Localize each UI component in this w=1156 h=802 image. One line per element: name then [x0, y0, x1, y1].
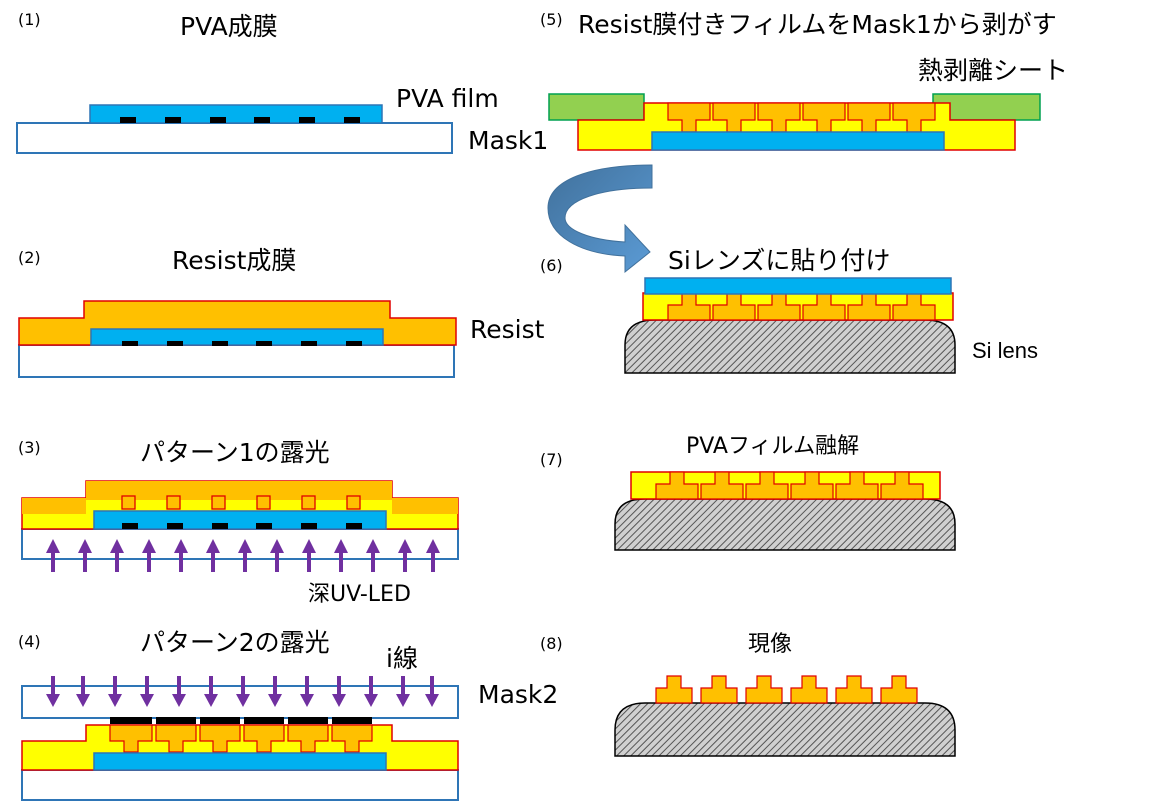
deep-uv-led-label: 深UV-LED	[308, 582, 411, 607]
mask2-label: Mask2	[478, 680, 559, 709]
thermal-sheet-right	[932, 93, 1041, 121]
step1-diagram	[16, 104, 453, 154]
si-lens	[614, 498, 956, 551]
step3-title: パターン1の露光	[140, 438, 330, 467]
step1-title: PVA成膜	[180, 12, 278, 41]
si-lens	[614, 702, 956, 757]
developed-pattern	[655, 675, 918, 704]
pva-film	[651, 131, 945, 151]
mask1-substrate	[18, 344, 455, 378]
step6-title: Siレンズに貼り付け	[668, 246, 891, 275]
curved-arrow-icon	[547, 164, 653, 274]
step6-number: (6)	[540, 256, 563, 275]
step8-title: 現像	[748, 632, 793, 657]
step4-diagram	[21, 676, 459, 801]
step2-diagram	[18, 300, 457, 378]
step7-diagram	[614, 471, 956, 551]
mask1-label: Mask1	[468, 126, 549, 155]
thermal-sheet-left	[548, 93, 645, 121]
mask2-pattern	[110, 717, 372, 724]
step7-title: PVAフィルム融解	[686, 434, 860, 459]
up-arrow-icon	[46, 539, 440, 572]
step5-diagram	[547, 93, 1041, 274]
exposed-pattern	[121, 495, 361, 510]
step4-number: (4)	[18, 632, 41, 651]
pva-film	[93, 752, 387, 771]
pva-film-label: PVA film	[396, 84, 499, 113]
step5-number: (5)	[540, 10, 563, 29]
resist-label: Resist	[470, 315, 545, 344]
step4-title: パターン2の露光	[140, 628, 330, 657]
step3-diagram	[21, 480, 459, 572]
pva-film	[644, 277, 952, 295]
step7-number: (7)	[540, 450, 563, 469]
mask1-pattern	[120, 117, 360, 123]
step8-diagram	[614, 675, 956, 757]
step5-title: Resist膜付きフィルムをMask1から剥がす	[578, 10, 1057, 39]
step3-number: (3)	[18, 438, 41, 457]
mask1-substrate	[21, 769, 459, 801]
exposed-pattern	[109, 724, 373, 753]
si-lens	[624, 319, 956, 374]
step2-number: (2)	[18, 248, 41, 267]
step2-title: Resist成膜	[172, 246, 297, 275]
step1-number: (1)	[18, 10, 41, 29]
mask1-substrate	[16, 122, 453, 154]
mask2-substrate	[21, 685, 459, 719]
i-line-label: i線	[386, 644, 418, 673]
resist-exposed-top	[22, 481, 458, 514]
step8-number: (8)	[540, 634, 563, 653]
exposed-pattern	[655, 471, 924, 500]
mask1-pattern	[122, 341, 362, 346]
si-lens-label: Si lens	[972, 338, 1039, 363]
thermal-sheet-label: 熱剥離シート	[918, 56, 1069, 85]
mask1-pattern	[122, 523, 362, 529]
step6-diagram	[624, 277, 956, 374]
down-arrow-icon	[46, 676, 439, 707]
